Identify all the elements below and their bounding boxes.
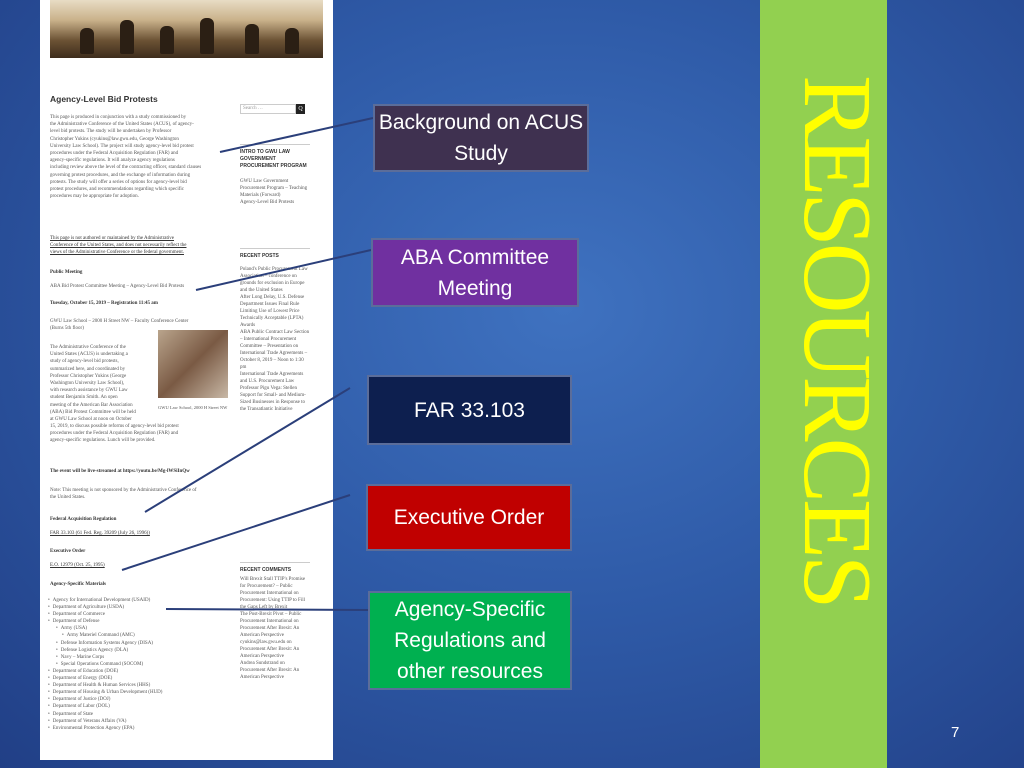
meeting-body-end: 15, 2019, to discuss possible reforms of… xyxy=(50,424,179,444)
agency-link[interactable]: Department of Health & Human Services (H… xyxy=(48,682,228,689)
eo-heading: Executive Order xyxy=(50,549,86,554)
recent-posts-heading: RECENT POSTS xyxy=(240,248,310,260)
agency-heading: Agency-Specific Materials xyxy=(50,582,106,587)
header-painting xyxy=(50,0,323,58)
agency-link[interactable]: Department of Commerce xyxy=(48,611,228,618)
agency-link-list: Agency for International Development (US… xyxy=(48,597,228,732)
agency-link[interactable]: Department of Justice (DOJ) xyxy=(48,696,228,703)
sidebar-intro-list: GWU Law Government Procurement Program –… xyxy=(240,178,310,206)
agency-link[interactable]: Department of State xyxy=(48,711,228,718)
meeting-title: ABA Bid Protest Committee Meeting – Agen… xyxy=(50,284,185,289)
livestream-link[interactable]: The event will be live-streamed at https… xyxy=(50,469,190,474)
recent-comments-heading: RECENT COMMENTS xyxy=(240,562,310,574)
recent-post-link[interactable]: ABA Public Contract Law Section – Intern… xyxy=(240,330,310,370)
sidebar-link[interactable]: GWU Law Government Procurement Program –… xyxy=(240,179,308,198)
agency-link[interactable]: Special Operations Command (SOCOM) xyxy=(48,661,228,668)
agency-link[interactable]: Army Materiel Command (AMC) xyxy=(48,632,228,639)
webpage-screenshot: Agency-Level Bid Protests This page is p… xyxy=(40,0,333,760)
law-school-photo xyxy=(158,330,228,398)
recent-post-link[interactable]: After Long Delay, U.S. Defense Departmen… xyxy=(240,295,305,328)
meeting-place: GWU Law School – 2000 H Street NW – Facu… xyxy=(50,319,189,332)
slide-number: 7 xyxy=(951,724,960,741)
photo-caption: GWU Law School, 2000 H Street NW xyxy=(158,405,228,410)
disclaimer: This page is not authored or maintained … xyxy=(50,236,187,256)
meeting-time: Tuesday, October 15, 2019 – Registration… xyxy=(50,301,158,306)
agency-link[interactable]: Defense Logistics Agency (DLA) xyxy=(48,647,228,654)
agency-link[interactable]: Department of Labor (DOL) xyxy=(48,703,228,710)
resources-banner xyxy=(760,0,887,768)
recent-comment-link[interactable]: cyukins@law.gwu.edu on Procurement After… xyxy=(240,640,300,659)
public-meeting-heading: Public Meeting xyxy=(50,270,83,275)
sidebar-link[interactable]: Agency-Level Bid Protests xyxy=(240,200,295,205)
callout-far: FAR 33.103 xyxy=(367,375,572,445)
recent-comment-link[interactable]: Andrea Sundstrand on Procurement After B… xyxy=(240,661,300,680)
sidebar-intro-heading: INTRO TO GWU LAW GOVERNMENT PROCUREMENT … xyxy=(240,144,310,170)
agency-link[interactable]: Department of Veterans Affairs (VA) xyxy=(48,718,228,725)
recent-post-link[interactable]: Poland's Public Procurement Law Associat… xyxy=(240,267,308,293)
agency-link[interactable]: Department of Housing & Urban Developmen… xyxy=(48,689,228,696)
agency-link[interactable]: Army (USA) xyxy=(48,625,228,632)
search-input[interactable]: Search … xyxy=(240,104,296,114)
agency-link[interactable]: Department of Education (DOE) xyxy=(48,668,228,675)
recent-posts-list: Poland's Public Procurement Law Associat… xyxy=(240,266,310,413)
far-link[interactable]: FAR 33.103 (61 Fed. Reg. 39209 (July 26,… xyxy=(50,531,150,536)
far-heading: Federal Acquisition Regulation xyxy=(50,517,117,522)
eo-link[interactable]: E.O. 12979 (Oct. 25, 1995) xyxy=(50,563,105,568)
agency-link[interactable]: Navy – Marine Corps xyxy=(48,654,228,661)
agency-link[interactable]: Agency for International Development (US… xyxy=(48,597,228,604)
note: Note: This meeting is not sponsored by t… xyxy=(50,488,197,501)
recent-comment-link[interactable]: Will Brexit Stall TTIP's Promise for Pro… xyxy=(240,577,306,610)
intro-paragraph: This page is produced in conjunction wit… xyxy=(50,115,202,200)
callout-acus-study: Background on ACUS Study xyxy=(373,104,589,172)
callout-agency-specific: Agency-Specific Regulations and other re… xyxy=(368,591,572,690)
callout-aba-meeting: ABA Committee Meeting xyxy=(371,238,579,307)
page-title: Agency-Level Bid Protests xyxy=(50,94,158,104)
recent-post-link[interactable]: Professor Pigu Vega: Stellen Support for… xyxy=(240,386,306,412)
agency-link[interactable]: Department of Energy (DOE) xyxy=(48,675,228,682)
agency-link[interactable]: Department of Agriculture (USDA) xyxy=(48,604,228,611)
recent-comments-list: Will Brexit Stall TTIP's Promise for Pro… xyxy=(240,576,310,681)
callout-executive-order: Executive Order xyxy=(366,484,572,551)
agency-link[interactable]: Department of Defense xyxy=(48,618,228,625)
meeting-body: The Administrative Conference of the Uni… xyxy=(50,345,136,423)
agency-link[interactable]: Defense Information Systems Agency (DISA… xyxy=(48,640,228,647)
agency-link[interactable]: Environmental Protection Agency (EPA) xyxy=(48,725,228,732)
recent-post-link[interactable]: International Trade Agreements and U.S. … xyxy=(240,372,304,384)
recent-comment-link[interactable]: The Post-Brexit Pivot – Public Procureme… xyxy=(240,612,302,638)
search-icon[interactable]: Q xyxy=(296,104,305,114)
resources-title: RESOURCES xyxy=(783,75,891,606)
